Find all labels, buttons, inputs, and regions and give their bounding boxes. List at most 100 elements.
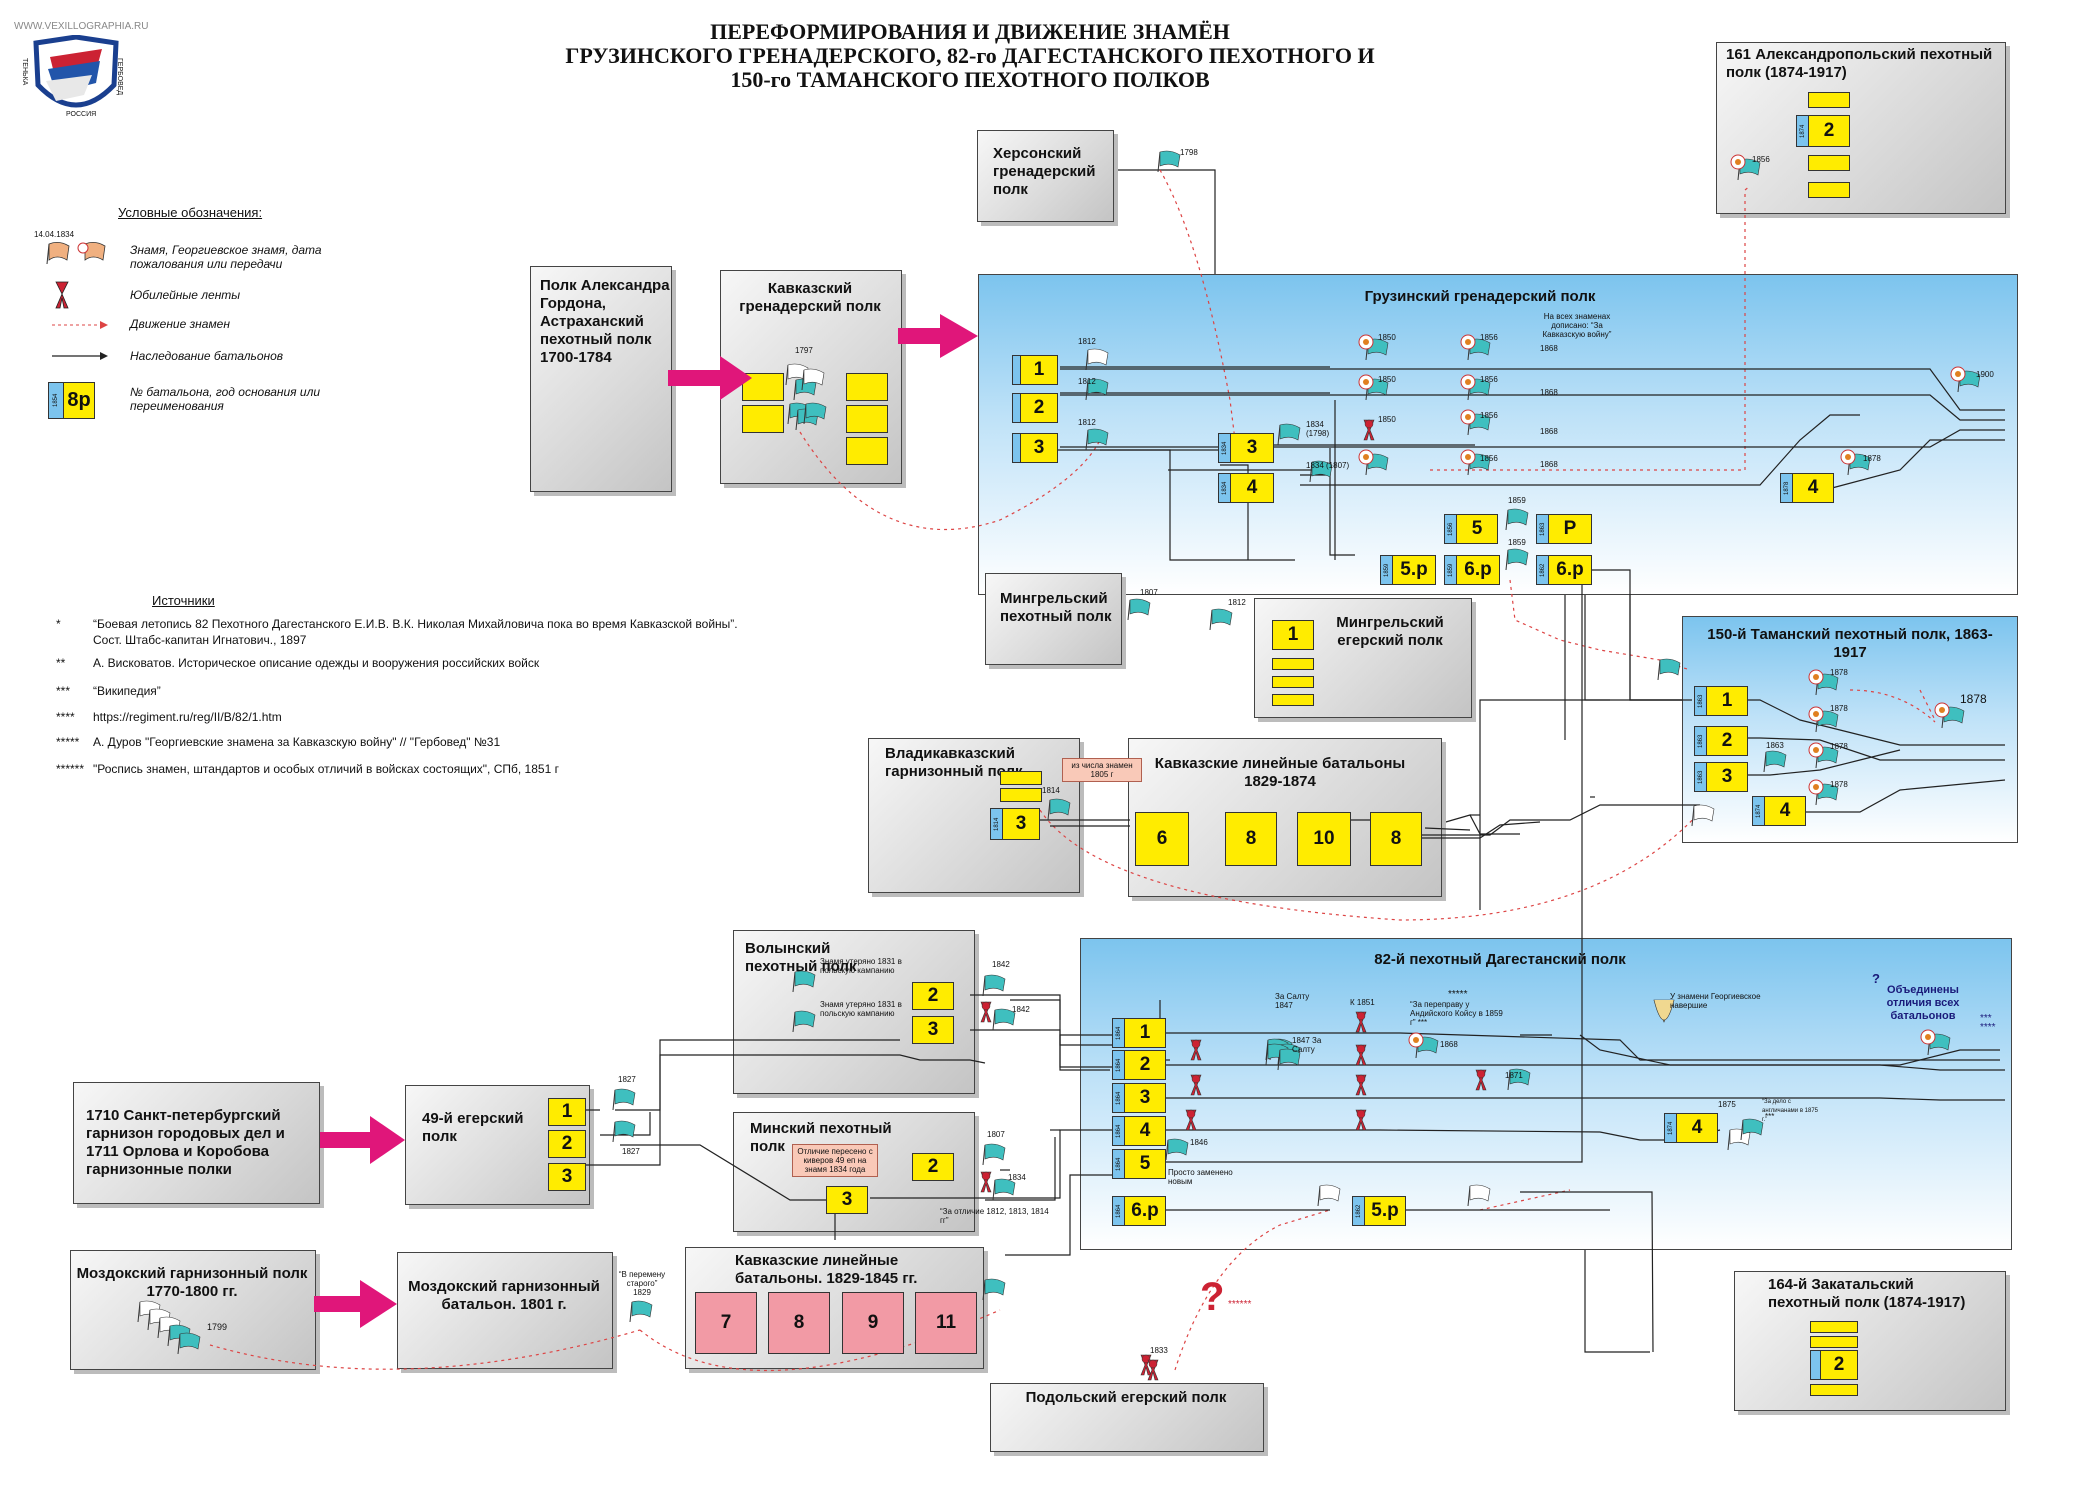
zakatal-battalion-2: 2 (1820, 1350, 1858, 1380)
flag-date: 1797 (795, 346, 813, 355)
line-battalion-8: 8 (1225, 812, 1277, 866)
dagestan-battalion-4: 4 (1124, 1116, 1166, 1146)
legend-date: 14.04.1834 (34, 230, 75, 239)
volyn-battalion-3: 3 (912, 1016, 954, 1044)
flag-date: 1812 (1078, 418, 1096, 427)
dagestan-panel (1080, 938, 2012, 1250)
flag-date: 1834 (1807) (1306, 461, 1350, 470)
source-mark: * (56, 617, 61, 631)
logo-text-right: ГЕРБОВЕД (116, 58, 123, 96)
source-text: “Википедия” (93, 684, 161, 698)
flag-date: 1812 (1078, 337, 1096, 346)
ribbon-icon (55, 281, 69, 309)
logo-text-left: ТЕНЬКА (21, 58, 28, 86)
flag-date: 1878 (1960, 692, 1987, 706)
taman-battalion-3: 3 (1706, 762, 1748, 792)
battalion-3-renamed: 3 (1230, 433, 1274, 463)
flag-date: 1833 (1150, 1346, 1168, 1355)
battalion-5p: 5.р (1392, 555, 1436, 585)
source-mark: ** (56, 656, 66, 670)
movement-arrow-icon (52, 321, 108, 329)
flag-date: 1807 (1140, 588, 1158, 597)
flag-date: 1799 (207, 1322, 228, 1332)
flag-date: 1878 (1830, 742, 1848, 751)
line-battalion-9: 9 (842, 1292, 904, 1354)
taman-title: 150-й Таманский пехотный полк, 1863-1917 (1707, 626, 1993, 661)
taman-battalion-4: 4 (1764, 796, 1806, 826)
legend-heading: Условные обозначения: (118, 205, 263, 220)
dagestan-battalion-2: 2 (1124, 1050, 1166, 1080)
vladikavkaz-label: Владикавказский гарнизонный полк (885, 745, 1023, 780)
flag-date: 1856 (1480, 454, 1498, 463)
vladikavkaz-box (868, 738, 1080, 893)
battalion-3: 3 (1020, 433, 1058, 463)
line-battalion-6: 6 (1135, 812, 1189, 866)
battalion-2: 2 (1020, 393, 1058, 423)
battalion-placeholder (846, 405, 888, 433)
jaeger-battalion-3: 3 (548, 1163, 586, 1191)
flag-note: За Салту 1847 (1275, 992, 1310, 1010)
battalion-placeholder (1272, 658, 1314, 670)
battalion-placeholder (1000, 771, 1042, 785)
flag-date: “В перемену старого” 1829 (618, 1270, 666, 1297)
flag-note: “За дело с англичанами в 1875 г.” (1762, 1099, 1819, 1123)
flag-date: 1850 (1378, 415, 1396, 424)
flag-date: 1814 (1042, 786, 1060, 795)
shield-logo-icon (33, 34, 119, 108)
source-text: https://regiment.ru/reg/II/B/82/1.htm (93, 710, 282, 724)
succession-arrow (314, 1280, 397, 1328)
source-mark: *** (56, 684, 71, 698)
flag-date: 1875 (1718, 1100, 1736, 1109)
gordon-regiment-label: Полк Александра Гордона, Астраханский пе… (540, 277, 670, 366)
volyn-battalion-2: 2 (912, 982, 954, 1010)
flag-note: К 1851 (1350, 998, 1375, 1007)
vladikavkaz-note: из числа знамен 1805 г (1062, 758, 1142, 782)
battalion-6p-renamed: 6.р (1548, 555, 1592, 585)
legend-inheritance-text: Наследование батальонов (130, 349, 284, 363)
dagestan-question: ? (1872, 971, 1880, 986)
inheritance-arrow-icon (52, 352, 108, 360)
battalion-lineage-lines (580, 366, 2006, 1353)
gordon-regiment-box (530, 266, 672, 492)
alexandropol-box (1716, 42, 2006, 214)
flag-date: 1868 (1440, 1040, 1458, 1049)
kherson-label: Херсонский гренадерский полк (993, 145, 1096, 198)
line-battalion-7: 7 (695, 1292, 757, 1354)
unknown-source-stars: ****** (1228, 1299, 1252, 1310)
line-battalion-11: 11 (915, 1292, 977, 1354)
podolsk-label: Подольский егерский полк (1025, 1389, 1227, 1406)
website-label: WWW.VEXILLOGRAPHIA.RU (14, 21, 149, 32)
mingrelian-infantry-label: Мингрельский пехотный полк (1000, 590, 1112, 625)
dagestan-battalion-4-1874: 4 (1676, 1113, 1718, 1143)
logo (22, 34, 130, 125)
title-line-1: ПЕРЕФОРМИРОВАНИЯ И ДВИЖЕНИЕ ЗНАМЁН (710, 19, 1230, 44)
source-text: А. Дуров "Георгиевские знамена за Кавказ… (93, 735, 501, 749)
flag-note: “За переправу у Андийского Койсу в 1859 … (1410, 1000, 1503, 1027)
flag-date: 1850 (1378, 333, 1396, 342)
minsk-note: Отличие пересено с киверов 49 еп на знам… (792, 1144, 878, 1177)
flag-date: 1834 (1008, 1173, 1026, 1182)
battalion-4-1878: 4 (1792, 473, 1834, 503)
finial-note: У знамени Георгиевское навершие (1670, 992, 1761, 1010)
flag-date: 1878 (1830, 668, 1848, 677)
podolsk-box (990, 1383, 1264, 1452)
mingrelian-jaeger-label: Мингрельский егерский полк (1336, 614, 1444, 649)
battalion-placeholder (1808, 182, 1850, 198)
dagestan-title: 82-й пехотный Дагестанский полк (1374, 951, 1626, 968)
legend-flags-icon (46, 242, 106, 264)
flag-date: 1856 (1480, 333, 1498, 342)
source-text: Сост. Штабс-капитан Игнатович., 1897 (93, 633, 307, 647)
taman-battalion-1: 1 (1706, 686, 1748, 716)
jaeger-49-label: 49-й егерский полк (422, 1110, 524, 1145)
flag-date: 1856 (1480, 375, 1498, 384)
dagestan-battalion-5: 5 (1124, 1149, 1166, 1179)
source-text: "Роспись знамен, штандартов и особых отл… (93, 762, 559, 776)
kherson-box (977, 130, 1114, 222)
georgian-grenadier-panel (978, 274, 2018, 595)
succession-arrow (668, 356, 752, 400)
flag-date: 1798 (1180, 148, 1198, 157)
dagestan-battalion-6p: 6.р (1124, 1196, 1166, 1226)
flag-date: 1871 (1505, 1071, 1523, 1080)
source-text: “Боевая летопись 82 Пехотного Дагестанск… (93, 617, 738, 631)
